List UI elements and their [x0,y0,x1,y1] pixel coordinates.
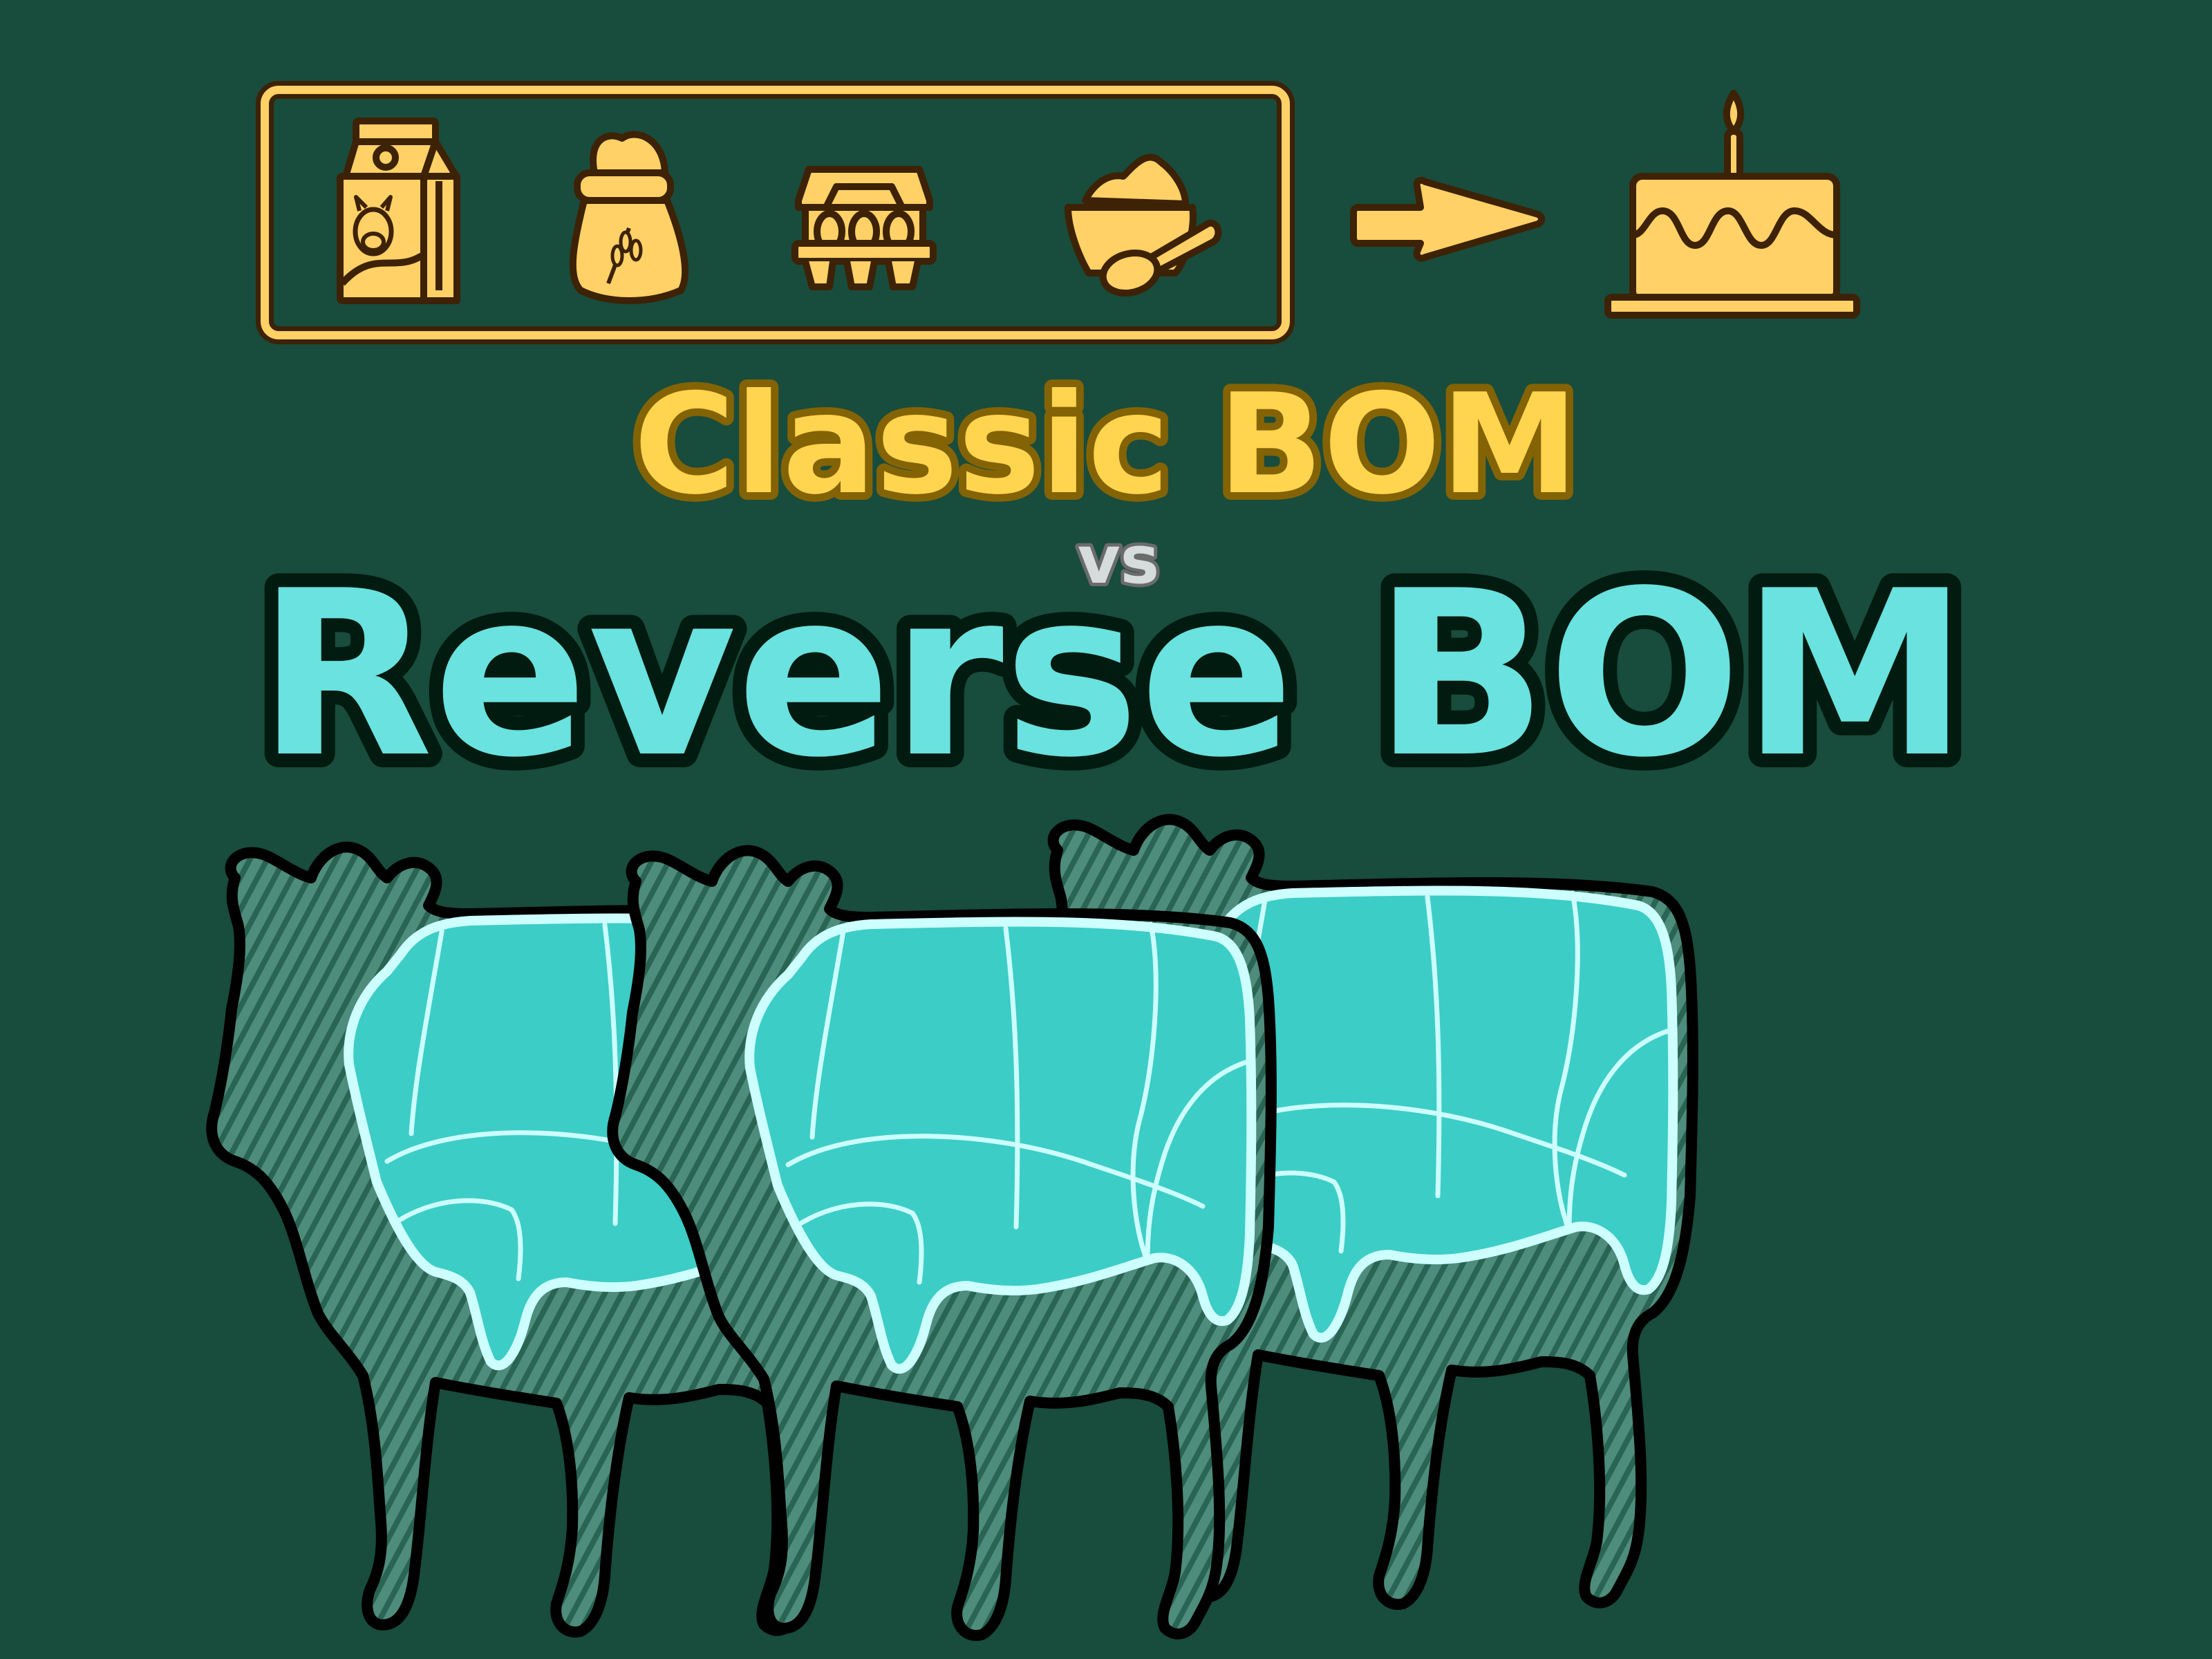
title-reverse: Reverse BOM Reverse BOM [243,528,1982,821]
egg-carton-icon [791,166,937,290]
flour-sack-icon [569,131,689,304]
cake-icon [1604,90,1860,319]
title-classic-text: Classic BOM [634,364,1579,525]
arrow-right-icon [1350,176,1546,262]
title-vs: vs vs [1074,519,1163,602]
title-classic: Classic BOM Classic BOM [626,357,1586,533]
ingredients-frame [256,81,1295,344]
milk-carton-icon [337,118,460,304]
title-reverse-text: Reverse BOM [257,542,1968,807]
bowl-spoon-icon [1065,153,1222,297]
title-classic-outline: Classic BOM [634,364,1579,525]
vs-text: vs [1078,523,1159,599]
title-reverse-outline: Reverse BOM [257,542,1968,807]
vs-outline: vs [1078,523,1159,599]
